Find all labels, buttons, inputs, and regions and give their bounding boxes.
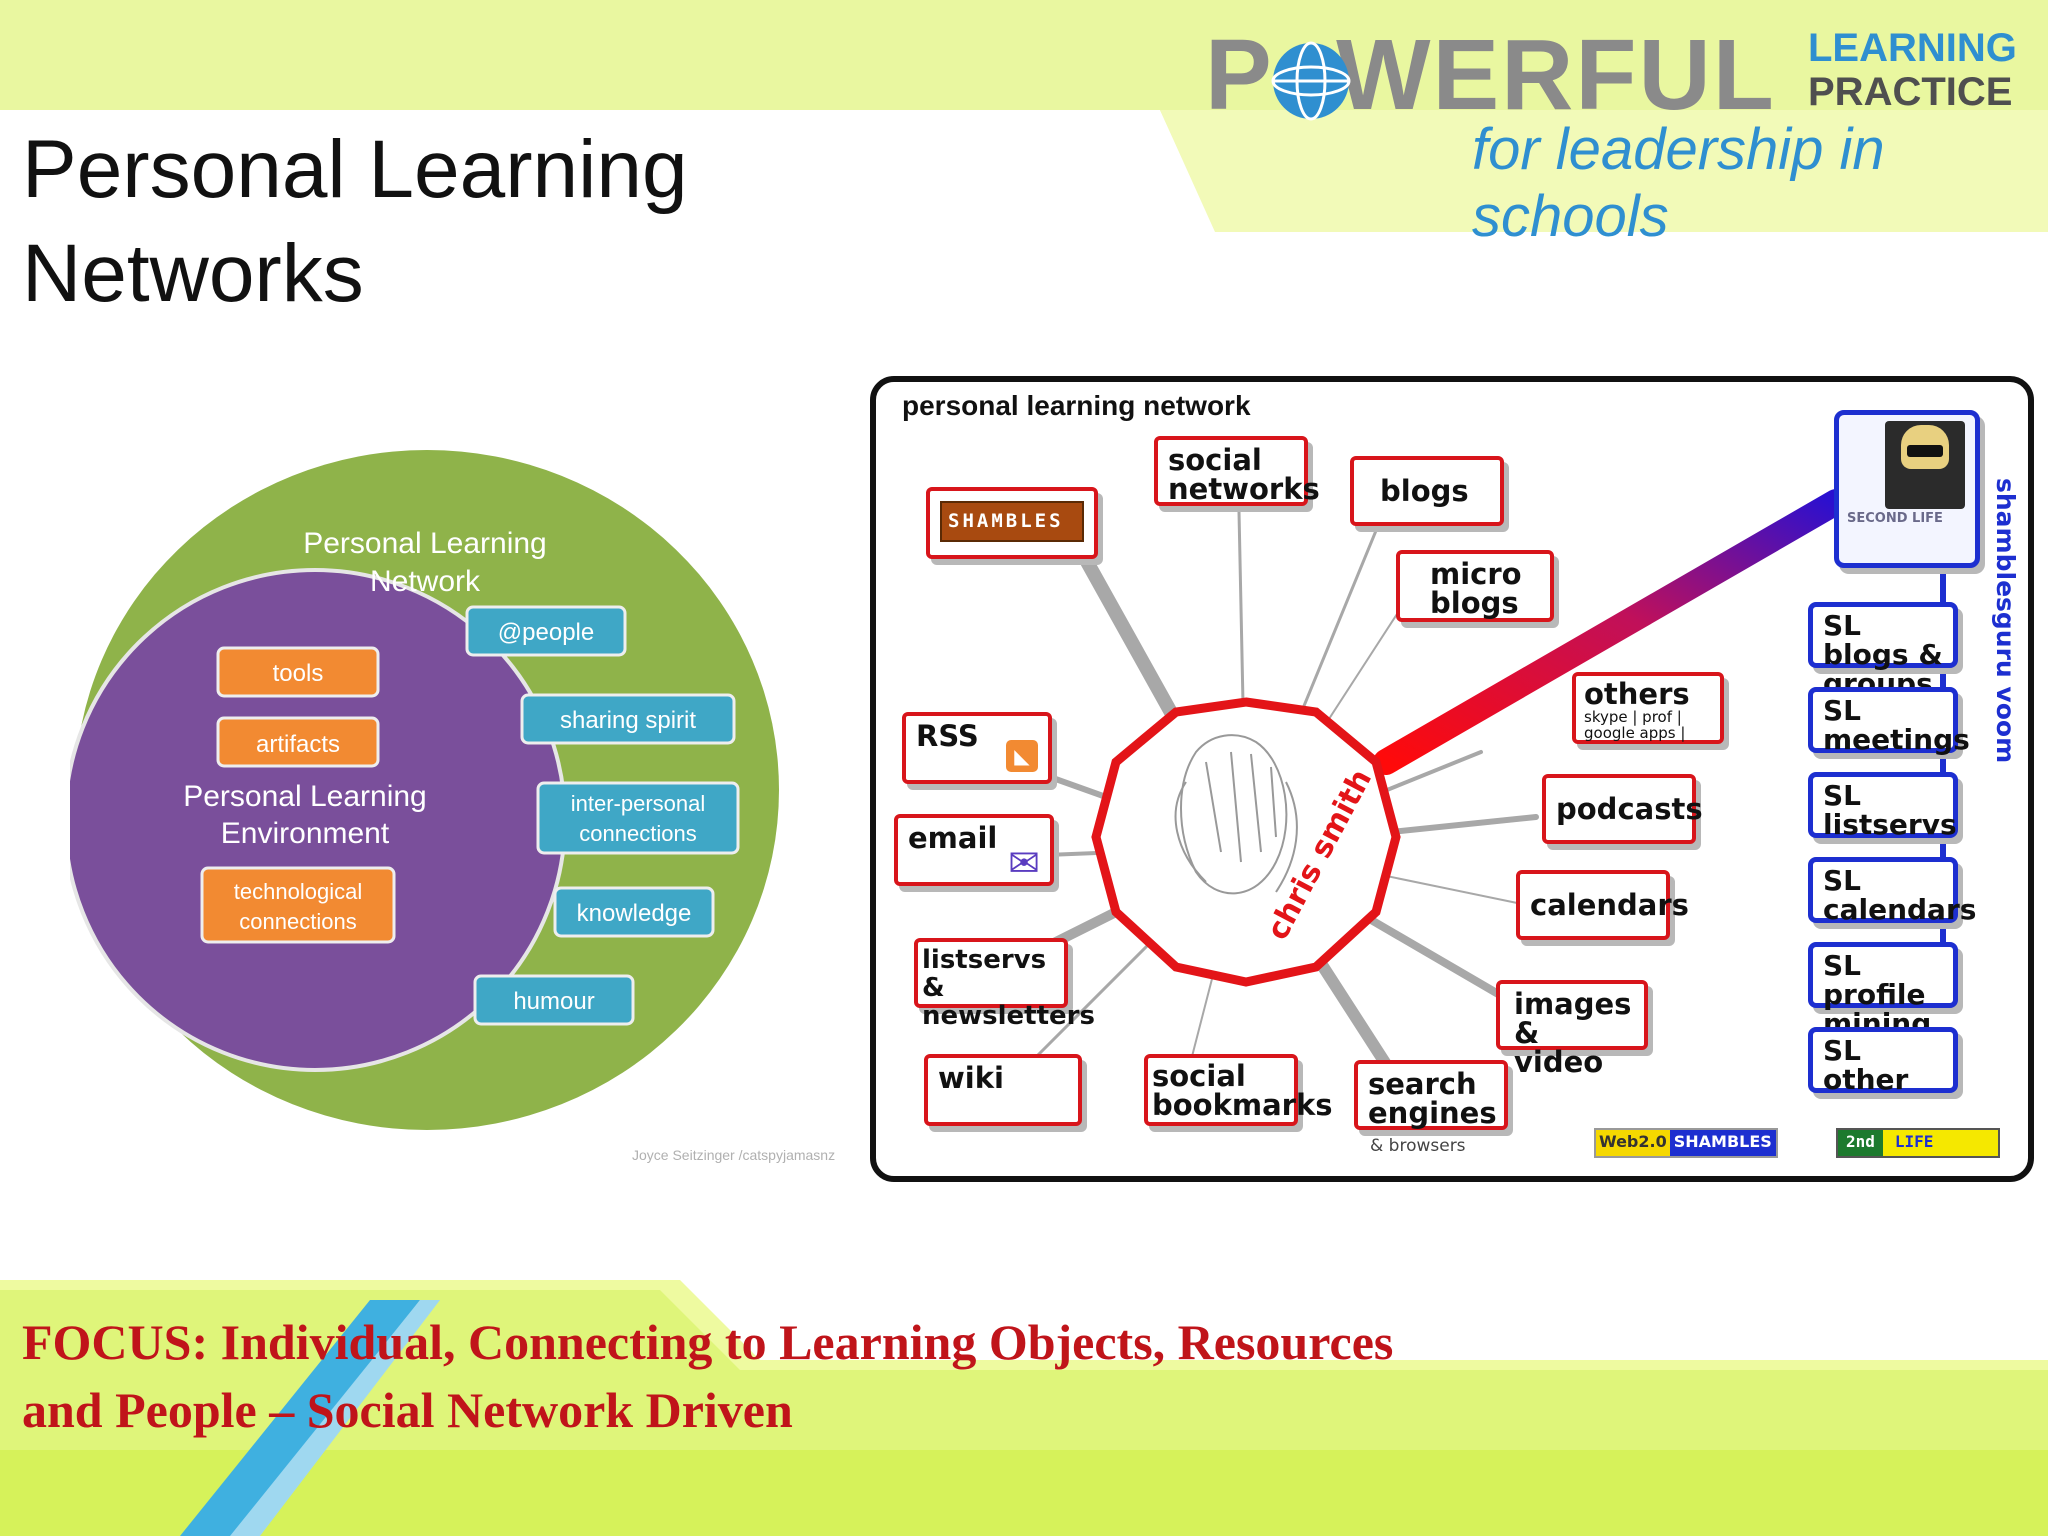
ple-item-technological-connections: technological connections	[200, 866, 396, 944]
pln-item-knowledge: knowledge	[553, 886, 715, 938]
pln-connectors: chris smith	[1019, 449, 1946, 1078]
title-line-2: Networks	[22, 228, 364, 319]
node-rss[interactable]: RSS ◣	[902, 712, 1052, 784]
svg-text:humour: humour	[513, 988, 594, 1015]
ple-label-2: Environment	[221, 817, 390, 850]
focus-line-2: and People – Social Network Driven	[22, 1382, 793, 1438]
pln-title: personal learning network	[902, 390, 1251, 421]
node-images-video[interactable]: images & video	[1496, 980, 1648, 1077]
others-subtitle: skype | prof | google apps |	[1584, 708, 1686, 742]
sl-node-blogs-groups[interactable]: SL blogs & groups	[1808, 602, 1958, 698]
pln-item-inter-personal-connections: inter-personal connections	[536, 781, 740, 855]
logo-learning: LEARNING	[1808, 26, 2017, 70]
second-life-avatar[interactable]: SECOND LIFE	[1834, 410, 1980, 568]
node-social-bookmarks[interactable]: social bookmarks	[1144, 1054, 1333, 1126]
email-label: email	[908, 821, 998, 855]
sl-node-calendars[interactable]: SL calendars	[1808, 857, 1976, 924]
envelope-icon: ✉	[1008, 841, 1040, 885]
node-social-networks[interactable]: social networks	[1154, 436, 1320, 506]
focus-line-1: FOCUS: Individual, Connecting to Learnin…	[22, 1314, 1394, 1370]
web20-shambles-badge[interactable]: Web2.0 SHAMBLES	[1594, 1128, 1778, 1158]
ple-item-artifacts: artifacts	[216, 716, 380, 768]
globe-icon	[1271, 41, 1351, 121]
page-title: Personal Learning Networks	[22, 118, 688, 326]
ple-item-tools: tools	[216, 646, 380, 698]
node-wiki[interactable]: wiki	[924, 1054, 1082, 1126]
ple-diagram: Personal Learning Network Personal Learn…	[70, 450, 835, 1163]
svg-text:tools: tools	[273, 660, 324, 687]
focus-statement: FOCUS: Individual, Connecting to Learnin…	[22, 1308, 1393, 1444]
node-listservs[interactable]: listservs & newsletters	[914, 938, 1095, 1030]
title-line-1: Personal Learning	[22, 124, 688, 215]
svg-text:knowledge: knowledge	[577, 900, 692, 927]
svg-text:inter-personal: inter-personal	[571, 791, 706, 816]
svg-text:connections: connections	[579, 821, 696, 846]
pln-card: chris smith personal learning network SH…	[870, 376, 2034, 1182]
pln-label-1: Personal Learning	[303, 527, 547, 560]
svg-text:@people: @people	[498, 619, 594, 646]
logo-tagline: for leadership in schools	[1472, 117, 1885, 249]
portrait-sketch	[1174, 734, 1298, 895]
center-hub	[1091, 697, 1401, 987]
node-podcasts[interactable]: podcasts	[1542, 774, 1703, 844]
node-search-engines[interactable]: search engines	[1354, 1060, 1508, 1130]
svg-text:technological: technological	[234, 879, 362, 904]
node-calendars[interactable]: calendars	[1516, 870, 1689, 940]
pln-item-people: @people	[465, 605, 627, 657]
svg-text:connections: connections	[239, 909, 356, 934]
pln-item-sharing-spirit: sharing spirit	[520, 693, 736, 745]
avatar-image	[1885, 421, 1965, 509]
sl-node-profile-mining[interactable]: SL profile mining	[1808, 942, 1958, 1038]
pln-item-humour: humour	[473, 974, 635, 1026]
pln-label-2: Network	[370, 565, 481, 598]
node-others[interactable]: others skype | prof | google apps |	[1572, 672, 1724, 744]
node-email[interactable]: email ✉	[894, 814, 1054, 886]
others-label: others	[1584, 677, 1690, 711]
logo-practice: PRACTICE	[1808, 70, 2013, 114]
svg-text:artifacts: artifacts	[256, 731, 340, 758]
sl-node-meetings[interactable]: SL meetings	[1808, 687, 1970, 754]
ple-label-1: Personal Learning	[183, 780, 427, 813]
node-shambles[interactable]: SHAMBLES	[926, 487, 1098, 559]
search-engines-subtitle: & browsers	[1370, 1136, 1466, 1156]
rss-label: RSS	[916, 719, 979, 753]
sl-node-listservs[interactable]: SL listservs	[1808, 772, 1958, 839]
svg-text:sharing spirit: sharing spirit	[560, 707, 696, 734]
side-label: shamblesguru voom	[1991, 478, 2020, 764]
node-micro-blogs[interactable]: micro blogs	[1396, 550, 1554, 622]
node-blogs[interactable]: blogs	[1350, 456, 1504, 526]
second-life-badge[interactable]: 2nd LIFE	[1836, 1128, 2000, 1158]
second-life-logo: SECOND LIFE	[1847, 511, 1943, 526]
sl-node-other[interactable]: SL other	[1808, 1027, 1958, 1094]
diagram-credit: Joyce Seitzinger /catspyjamasnz	[632, 1147, 835, 1163]
shambles-logo: SHAMBLES	[940, 501, 1084, 542]
rss-icon: ◣	[1006, 740, 1038, 772]
